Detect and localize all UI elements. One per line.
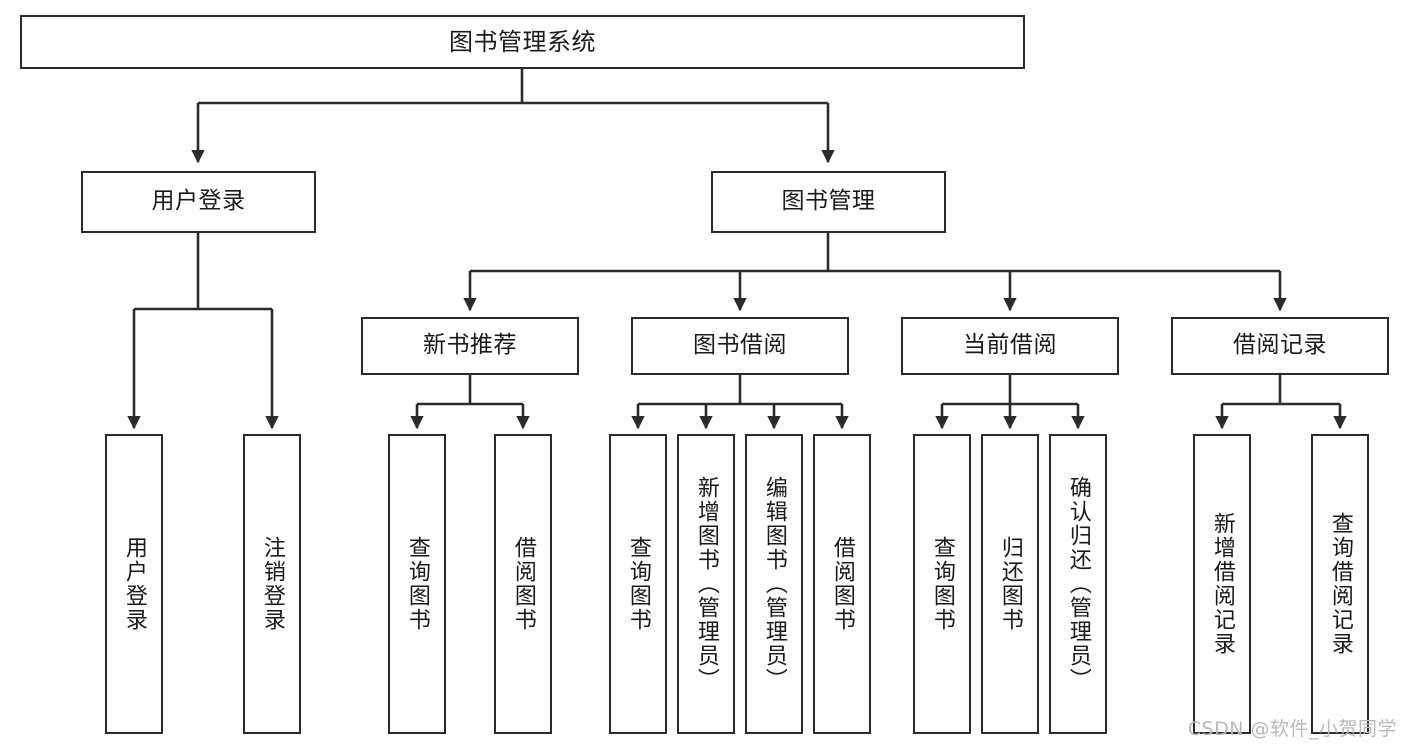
node-label: 新增借阅记录 <box>1209 512 1235 656</box>
node-label: 用户登录 <box>121 536 147 632</box>
node-book-borrow[interactable]: 图书借阅 <box>631 317 849 375</box>
node-label: 编辑图书（管理员） <box>761 476 787 692</box>
node-label: 借阅图书 <box>829 536 855 632</box>
leaf-book-borrow-query-book[interactable]: 查询图书 <box>609 434 667 734</box>
node-label: 图书管理 <box>781 188 876 215</box>
leaf-borrow-record-add-record[interactable]: 新增借阅记录 <box>1193 434 1251 734</box>
node-label: 查询图书 <box>929 536 955 632</box>
node-label: 用户登录 <box>151 188 246 215</box>
node-current-borrow[interactable]: 当前借阅 <box>901 317 1119 375</box>
node-label: 注销登录 <box>259 536 285 632</box>
leaf-borrow-record-query-record[interactable]: 查询借阅记录 <box>1311 434 1369 734</box>
node-label: 图书管理系统 <box>449 27 596 56</box>
csdn-watermark: CSDN @软件_小贺同学 <box>1187 718 1397 740</box>
node-label: 新增图书（管理员） <box>693 476 719 692</box>
leaf-current-borrow-query-book[interactable]: 查询图书 <box>913 434 971 734</box>
node-label: 新书推荐 <box>423 332 517 359</box>
node-label: 归还图书 <box>997 536 1023 632</box>
node-label: 查询借阅记录 <box>1327 512 1353 656</box>
node-new-book-recommend[interactable]: 新书推荐 <box>361 317 579 375</box>
leaf-current-borrow-return-book[interactable]: 归还图书 <box>981 434 1039 734</box>
node-book-management[interactable]: 图书管理 <box>711 171 946 233</box>
node-label: 借阅图书 <box>510 536 536 632</box>
node-borrow-record[interactable]: 借阅记录 <box>1171 317 1389 375</box>
leaf-new-book-borrow-book[interactable]: 借阅图书 <box>494 434 552 734</box>
node-label: 当前借阅 <box>963 332 1057 359</box>
node-label: 查询图书 <box>404 536 430 632</box>
node-label: 借阅记录 <box>1233 332 1327 359</box>
leaf-book-borrow-edit-book-admin[interactable]: 编辑图书（管理员） <box>745 434 803 734</box>
leaf-user-login-logout[interactable]: 注销登录 <box>243 434 301 734</box>
leaf-book-borrow-borrow-book[interactable]: 借阅图书 <box>813 434 871 734</box>
leaf-new-book-query-book[interactable]: 查询图书 <box>388 434 446 734</box>
node-label: 确认归还（管理员） <box>1065 476 1091 692</box>
node-label: 图书借阅 <box>693 332 787 359</box>
node-label: 查询图书 <box>625 536 651 632</box>
leaf-user-login-login[interactable]: 用户登录 <box>105 434 163 734</box>
node-root-book-management-system[interactable]: 图书管理系统 <box>20 15 1025 69</box>
node-user-login[interactable]: 用户登录 <box>81 171 316 233</box>
leaf-current-borrow-confirm-return-admin[interactable]: 确认归还（管理员） <box>1049 434 1107 734</box>
leaf-book-borrow-add-book-admin[interactable]: 新增图书（管理员） <box>677 434 735 734</box>
